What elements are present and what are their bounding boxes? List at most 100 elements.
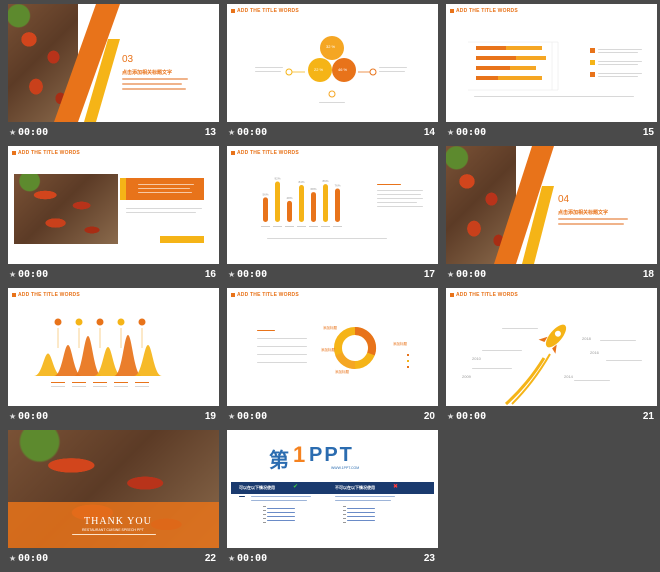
slide-number: 23 (423, 553, 435, 564)
pin-marker-5 (138, 318, 146, 326)
year-2: 2010 (472, 356, 481, 361)
bar-1 (263, 197, 268, 222)
slide-time: 00:00 (237, 269, 268, 280)
slide-23-thumbnail[interactable]: 第 1 PPT WWW.1PPT.COM 可以在以下情况使用 ✔ 不可以在以下情… (227, 430, 438, 548)
slide-time: 00:00 (18, 127, 49, 138)
slide-19[interactable]: ADD THE TITLE WORDS ★ 00:00 19 (8, 288, 219, 426)
check-icon: ✔ (293, 484, 299, 490)
bar-4 (299, 185, 304, 222)
slide-22-thumbnail[interactable]: THANK YOU RESTAURANT CUISINE SPEECH PPT (8, 430, 219, 548)
slide-15-thumbnail[interactable]: ADD THE TITLE WORDS (446, 4, 657, 122)
trefoil-diagram (285, 36, 377, 98)
slide-number: 20 (423, 411, 435, 422)
bar-caption-1 (261, 226, 270, 227)
text-banner (126, 178, 204, 200)
section-number: 04 (558, 194, 570, 205)
transition-icon: ★ (228, 554, 236, 563)
slide-19-thumbnail[interactable]: ADD THE TITLE WORDS (8, 288, 219, 406)
slide-16-thumbnail[interactable]: ADD THE TITLE WORDS (8, 146, 219, 264)
slide-13-thumbnail[interactable]: 03 点击添加相关标题文字 (8, 4, 219, 122)
transition-icon: ★ (228, 412, 236, 421)
slide-18-meta: ★ 00:00 18 (446, 264, 657, 284)
slide-22[interactable]: THANK YOU RESTAURANT CUISINE SPEECH PPT … (8, 430, 219, 568)
slide-title: ADD THE TITLE WORDS (231, 292, 299, 298)
slide-14-thumbnail[interactable]: ADD THE TITLE WORDS 32 % 22 % 46 % (227, 4, 438, 122)
pin-marker-2 (75, 318, 83, 326)
bar-caption-5 (309, 226, 318, 227)
bar-2 (275, 181, 280, 222)
bar-caption-7 (333, 226, 342, 227)
diagonal-shapes (54, 4, 120, 122)
slide-23-meta: ★ 00:00 23 (227, 548, 438, 568)
peak-5 (114, 335, 142, 376)
bar-caption-3 (285, 226, 294, 227)
slide-title: ADD THE TITLE WORDS (231, 8, 299, 14)
slide-15-meta: ★ 00:00 15 (446, 122, 657, 142)
donut-label-2: 添加标题 (321, 348, 335, 352)
bar-label-3: 48% (286, 196, 292, 200)
slide-13[interactable]: 03 点击添加相关标题文字 ★ 00:00 13 (8, 4, 219, 142)
bar-3 (287, 200, 292, 222)
slide-20-thumbnail[interactable]: ADD THE TITLE WORDS 添加标题 添加标题 添加标题 添加标题 (227, 288, 438, 406)
bar-caption-2 (273, 226, 282, 227)
bar-label-6: 86% (322, 179, 328, 183)
year-5: 2014 (564, 374, 573, 379)
slide-title: ADD THE TITLE WORDS (231, 150, 299, 156)
value-right: 46 % (338, 67, 348, 72)
bar-caption-4 (297, 226, 306, 227)
pin-marker-3 (96, 318, 104, 326)
donut-label-4: 添加标题 (393, 342, 407, 346)
slide-title: ADD THE TITLE WORDS (450, 8, 518, 14)
slide-number: 18 (642, 269, 654, 280)
brand-url: WWW.1PPT.COM (331, 466, 360, 470)
slide-18-thumbnail[interactable]: 04 点击添加相关标题文字 (446, 146, 657, 264)
peak-caption-line-3 (93, 386, 107, 387)
bar-label-1: 56% (262, 192, 268, 196)
rocket-timeline (504, 324, 567, 406)
slide-17-thumbnail[interactable]: ADD THE TITLE WORDS 56%92%48%84%68%86%76… (227, 146, 438, 264)
transition-icon: ★ (447, 412, 455, 421)
transition-icon: ★ (228, 270, 236, 279)
accent-bar (120, 178, 126, 200)
peak-diagram (34, 318, 162, 387)
bar-chart: 56%92%48%84%68%86%76% (261, 177, 342, 227)
slide-time: 00:00 (18, 269, 49, 280)
section-heading: 点击添加相关标题文字 (122, 70, 173, 76)
slide-15[interactable]: ADD THE TITLE WORDS ★ 00:00 15 (446, 4, 657, 142)
slide-14[interactable]: ADD THE TITLE WORDS 32 % 22 % 46 % ★ 00:… (227, 4, 438, 142)
slide-17[interactable]: ADD THE TITLE WORDS 56%92%48%84%68%86%76… (227, 146, 438, 284)
stacked-bar-chart (468, 41, 595, 91)
slide-time: 00:00 (456, 127, 487, 138)
slide-21-meta: ★ 00:00 21 (446, 406, 657, 426)
slide-number: 21 (642, 411, 654, 422)
slide-time: 00:00 (237, 411, 268, 422)
year-1: 2018 (582, 336, 591, 341)
slide-20[interactable]: ADD THE TITLE WORDS 添加标题 添加标题 添加标题 添加标题 … (227, 288, 438, 426)
cta-button (160, 236, 204, 243)
peak-4 (94, 347, 122, 376)
slide-time: 00:00 (18, 411, 49, 422)
bar-label-2: 92% (274, 177, 280, 181)
thank-you-heading: THANK YOU (84, 516, 152, 527)
slide-time: 00:00 (237, 553, 268, 564)
value-left: 22 % (314, 67, 324, 72)
slide-18[interactable]: 04 点击添加相关标题文字 ★ 00:00 18 (446, 146, 657, 284)
transition-icon: ★ (447, 270, 455, 279)
peak-caption-line-1 (51, 386, 65, 387)
forbidden-heading: 不可以在以下情况使用 (335, 485, 375, 490)
peak-caption-line-4 (114, 386, 128, 387)
slide-23[interactable]: 第 1 PPT WWW.1PPT.COM 可以在以下情况使用 ✔ 不可以在以下情… (227, 430, 438, 568)
slide-19-meta: ★ 00:00 19 (8, 406, 219, 426)
slide-21-thumbnail[interactable]: ADD THE TITLE WORDS 2018 2010 2009 2016 … (446, 288, 657, 406)
usage-header (231, 482, 434, 494)
diagonal-shapes (494, 146, 554, 264)
donut-chart (334, 326, 377, 370)
peak-caption-1 (51, 382, 65, 383)
peak-2 (54, 345, 82, 376)
peak-caption-line-5 (135, 386, 149, 387)
slide-number: 14 (423, 127, 435, 138)
pin-marker-4 (117, 318, 125, 326)
slide-21[interactable]: ADD THE TITLE WORDS 2018 2010 2009 2016 … (446, 288, 657, 426)
slide-16[interactable]: ADD THE TITLE WORDS ★ 00:00 16 (8, 146, 219, 284)
